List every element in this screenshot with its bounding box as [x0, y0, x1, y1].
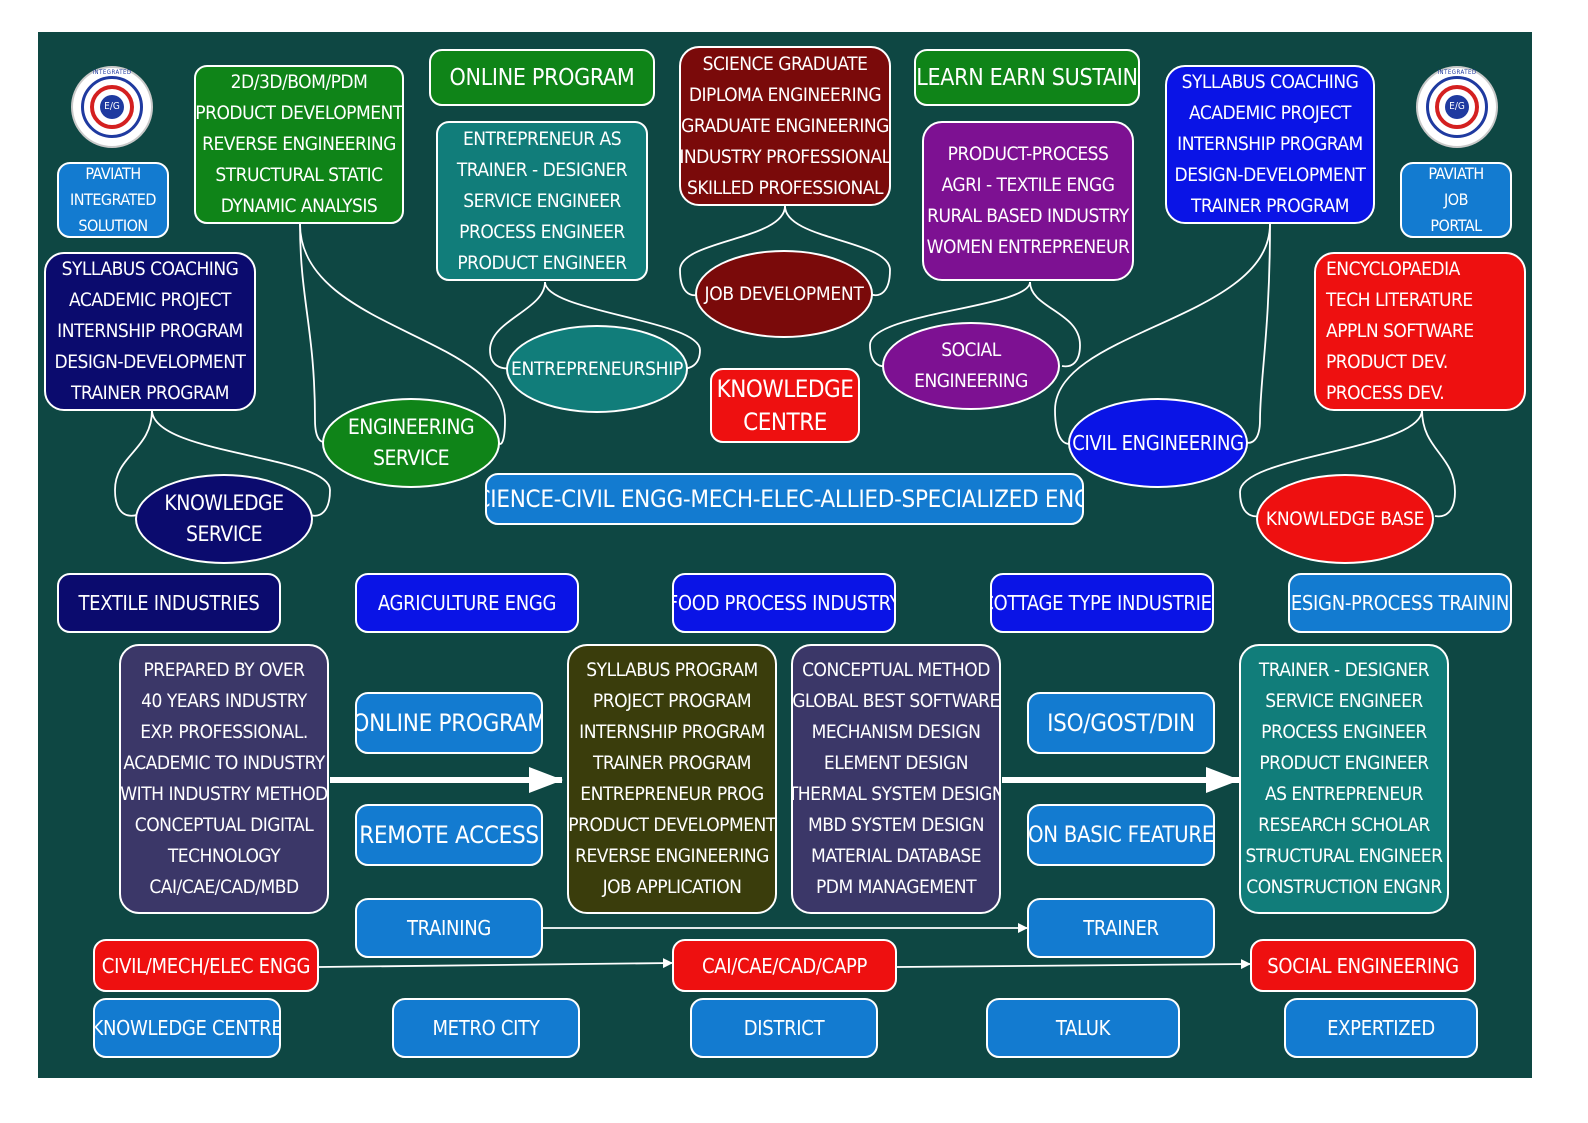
entrepreneur-as-box[interactable]: ENTREPRENEUR AS TRAINER - DESIGNER SERVI…: [436, 121, 648, 281]
prepared-by-box[interactable]: PREPARED BY OVER 40 YEARS INDUSTRY EXP. …: [119, 644, 329, 914]
basic-feature-box[interactable]: ON BASIC FEATURE: [1027, 804, 1215, 866]
paviath-logo-right: INTEGRATED E/G: [1416, 66, 1498, 148]
cottage-type-industries-box[interactable]: COTTAGE TYPE INDUSTRIES: [990, 573, 1214, 633]
job-development-node[interactable]: JOB DEVELOPMENT: [695, 250, 873, 338]
syllabus-program-box[interactable]: SYLLABUS PROGRAM PROJECT PROGRAM INTERNS…: [567, 644, 777, 914]
location-taluk[interactable]: TALUK: [986, 998, 1180, 1058]
encyclopaedia-box[interactable]: ENCYCLOPAEDIA TECH LITERATURE APPLN SOFT…: [1314, 252, 1526, 411]
iso-gost-din-box[interactable]: ISO/GOST/DIN: [1027, 692, 1215, 754]
online-program-bottom-box[interactable]: ONLINE PROGRAM: [355, 692, 543, 754]
trainer-box[interactable]: TRAINER: [1027, 898, 1215, 958]
trainer-designer-box[interactable]: TRAINER - DESIGNER SERVICE ENGINEER PROC…: [1239, 644, 1449, 914]
syllabus-coaching-left-box[interactable]: SYLLABUS COACHING ACADEMIC PROJECT INTER…: [44, 252, 256, 411]
location-metro-city[interactable]: METRO CITY: [392, 998, 580, 1058]
product-process-box[interactable]: PRODUCT-PROCESS AGRI - TEXTILE ENGG RURA…: [922, 121, 1134, 281]
learn-earn-sustain-box[interactable]: LEARN EARN SUSTAIN: [914, 49, 1140, 106]
knowledge-centre-node[interactable]: KNOWLEDGE CENTRE: [710, 368, 860, 443]
design-development-box[interactable]: 2D/3D/BOM/PDM PRODUCT DEVELOPMENT REVERS…: [194, 65, 404, 224]
textile-industries-box[interactable]: TEXTILE INDUSTRIES: [57, 573, 281, 633]
civil-engineering-node[interactable]: CIVIL ENGINEERING: [1068, 398, 1248, 488]
engineering-service-node[interactable]: ENGINEERING SERVICE: [322, 398, 500, 488]
social-engineering-box[interactable]: SOCIAL ENGINEERING: [1250, 939, 1476, 992]
entrepreneurship-node[interactable]: ENTREPRENEURSHIP: [506, 325, 688, 413]
conceptual-method-box[interactable]: CONCEPTUAL METHOD GLOBAL BEST SOFTWARE M…: [791, 644, 1001, 914]
logo-center-text: E/G: [1445, 95, 1469, 119]
civil-mech-elec-box[interactable]: CIVIL/MECH/ELEC ENGG: [93, 939, 319, 992]
agriculture-engg-box[interactable]: AGRICULTURE ENGG: [355, 573, 579, 633]
social-engineering-node[interactable]: SOCIAL ENGINEERING: [882, 322, 1060, 410]
paviath-integrated-solution-label[interactable]: PAVIATH INTEGRATED SOLUTION: [57, 162, 169, 238]
food-process-industry-box[interactable]: FOOD PROCESS INDUSTRY: [672, 573, 896, 633]
knowledge-base-node[interactable]: KNOWLEDGE BASE: [1256, 474, 1434, 564]
location-knowledge-centre[interactable]: KNOWLEDGE CENTRE: [93, 998, 281, 1058]
location-district[interactable]: DISTRICT: [690, 998, 878, 1058]
cai-cae-cad-capp-box[interactable]: CAI/CAE/CAD/CAPP: [672, 939, 897, 992]
graduate-audience-box[interactable]: SCIENCE GRADUATE DIPLOMA ENGINEERING GRA…: [679, 46, 891, 206]
paviath-job-portal-label[interactable]: PAVIATH JOB PORTAL: [1400, 162, 1512, 238]
training-box[interactable]: TRAINING: [355, 898, 543, 958]
location-expertized[interactable]: EXPERTIZED: [1284, 998, 1478, 1058]
logo-ring-text: INTEGRATED: [92, 69, 132, 76]
knowledge-service-node[interactable]: KNOWLEDGE SERVICE: [135, 474, 313, 564]
science-engineering-banner[interactable]: SCIENCE-CIVIL ENGG-MECH-ELEC-ALLIED-SPEC…: [485, 473, 1084, 525]
logo-center-text: E/G: [100, 95, 124, 119]
remote-access-box[interactable]: REMOTE ACCESS: [355, 804, 543, 866]
logo-ring-text: INTEGRATED: [1437, 69, 1477, 76]
online-program-top-box[interactable]: ONLINE PROGRAM: [429, 49, 655, 106]
design-process-training-box[interactable]: DESIGN-PROCESS TRAINING: [1288, 573, 1512, 633]
syllabus-coaching-right-box[interactable]: SYLLABUS COACHING ACADEMIC PROJECT INTER…: [1165, 65, 1375, 224]
paviath-logo-left: INTEGRATED E/G: [71, 66, 153, 148]
